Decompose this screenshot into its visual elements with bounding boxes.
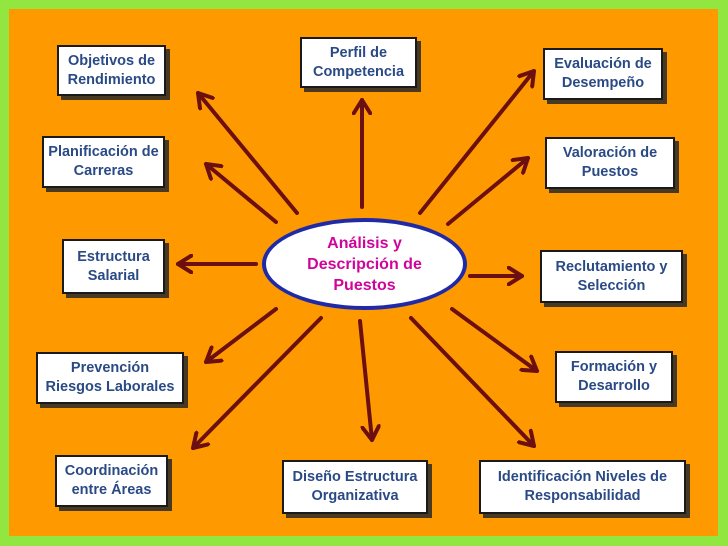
arrow-to-objetivos	[196, 91, 299, 215]
node-objetivos-rendimiento: Objetivos de Rendimiento	[57, 45, 166, 96]
arrow-to-prevencion	[204, 307, 278, 364]
node-line1: Diseño Estructura	[292, 469, 418, 485]
arrow-to-evaluacion	[418, 69, 536, 215]
central-node-analisis: Análisis y Descripción de Puestos	[262, 218, 467, 310]
arrow-to-coordinacion	[193, 316, 323, 450]
center-line1: Análisis y	[327, 234, 402, 252]
node-line2: Organizativa	[311, 488, 399, 504]
node-line1: Prevención	[70, 360, 150, 376]
node-prevencion-riesgos: Prevención Riesgos Laborales	[36, 352, 184, 404]
arrow-to-planificacion	[204, 162, 278, 224]
node-line1: Valoración de	[562, 145, 658, 161]
node-line1: Reclutamiento y	[555, 258, 668, 275]
node-valoracion-puestos: Valoración de Puestos	[545, 137, 675, 189]
node-line2: Competencia	[312, 63, 405, 80]
node-identificacion-niveles: Identificación Niveles de Responsabilida…	[479, 460, 686, 514]
node-line2: Salarial	[87, 267, 140, 284]
arrow-to-formacion	[450, 307, 539, 373]
node-line1: Objetivos de	[67, 52, 156, 69]
node-line1: Perfil de	[329, 44, 388, 61]
center-line3: Puestos	[333, 276, 396, 294]
arrow-to-valoracion	[446, 156, 530, 226]
node-line1: Identificación Niveles de	[497, 469, 668, 485]
arrow-to-diseno	[358, 319, 372, 442]
node-line1: Planificación de	[48, 144, 159, 160]
node-line2: Rendimiento	[67, 71, 156, 88]
node-line2: Desarrollo	[578, 378, 650, 394]
node-formacion-desarrollo: Formación y Desarrollo	[555, 351, 673, 403]
arrow-to-identificacion	[409, 316, 536, 448]
node-line1: Estructura	[77, 248, 150, 265]
node-line2: Responsabilidad	[524, 488, 641, 504]
node-line1: Coordinación	[64, 463, 159, 479]
node-estructura-salarial: Estructura Salarial	[62, 239, 165, 294]
node-line1: Evaluación de	[554, 56, 652, 72]
node-line2: Riesgos Laborales	[45, 379, 175, 395]
node-diseno-estructura: Diseño Estructura Organizativa	[282, 460, 428, 514]
node-perfil-competencia: Perfil de Competencia	[300, 37, 417, 88]
node-planificacion-carreras: Planificación de Carreras	[42, 136, 165, 188]
node-line2: Selección	[577, 277, 646, 294]
node-coordinacion-areas: Coordinación entre Áreas	[55, 455, 168, 507]
center-line2: Descripción de	[307, 255, 422, 273]
node-line2: entre Áreas	[71, 482, 152, 498]
node-line2: Desempeño	[561, 75, 645, 91]
node-line2: Carreras	[73, 163, 134, 179]
node-reclutamiento-seleccion: Reclutamiento y Selección	[540, 250, 683, 303]
node-line1: Formación y	[570, 359, 658, 375]
node-evaluacion-desempeno: Evaluación de Desempeño	[543, 48, 663, 100]
node-line2: Puestos	[581, 164, 639, 180]
